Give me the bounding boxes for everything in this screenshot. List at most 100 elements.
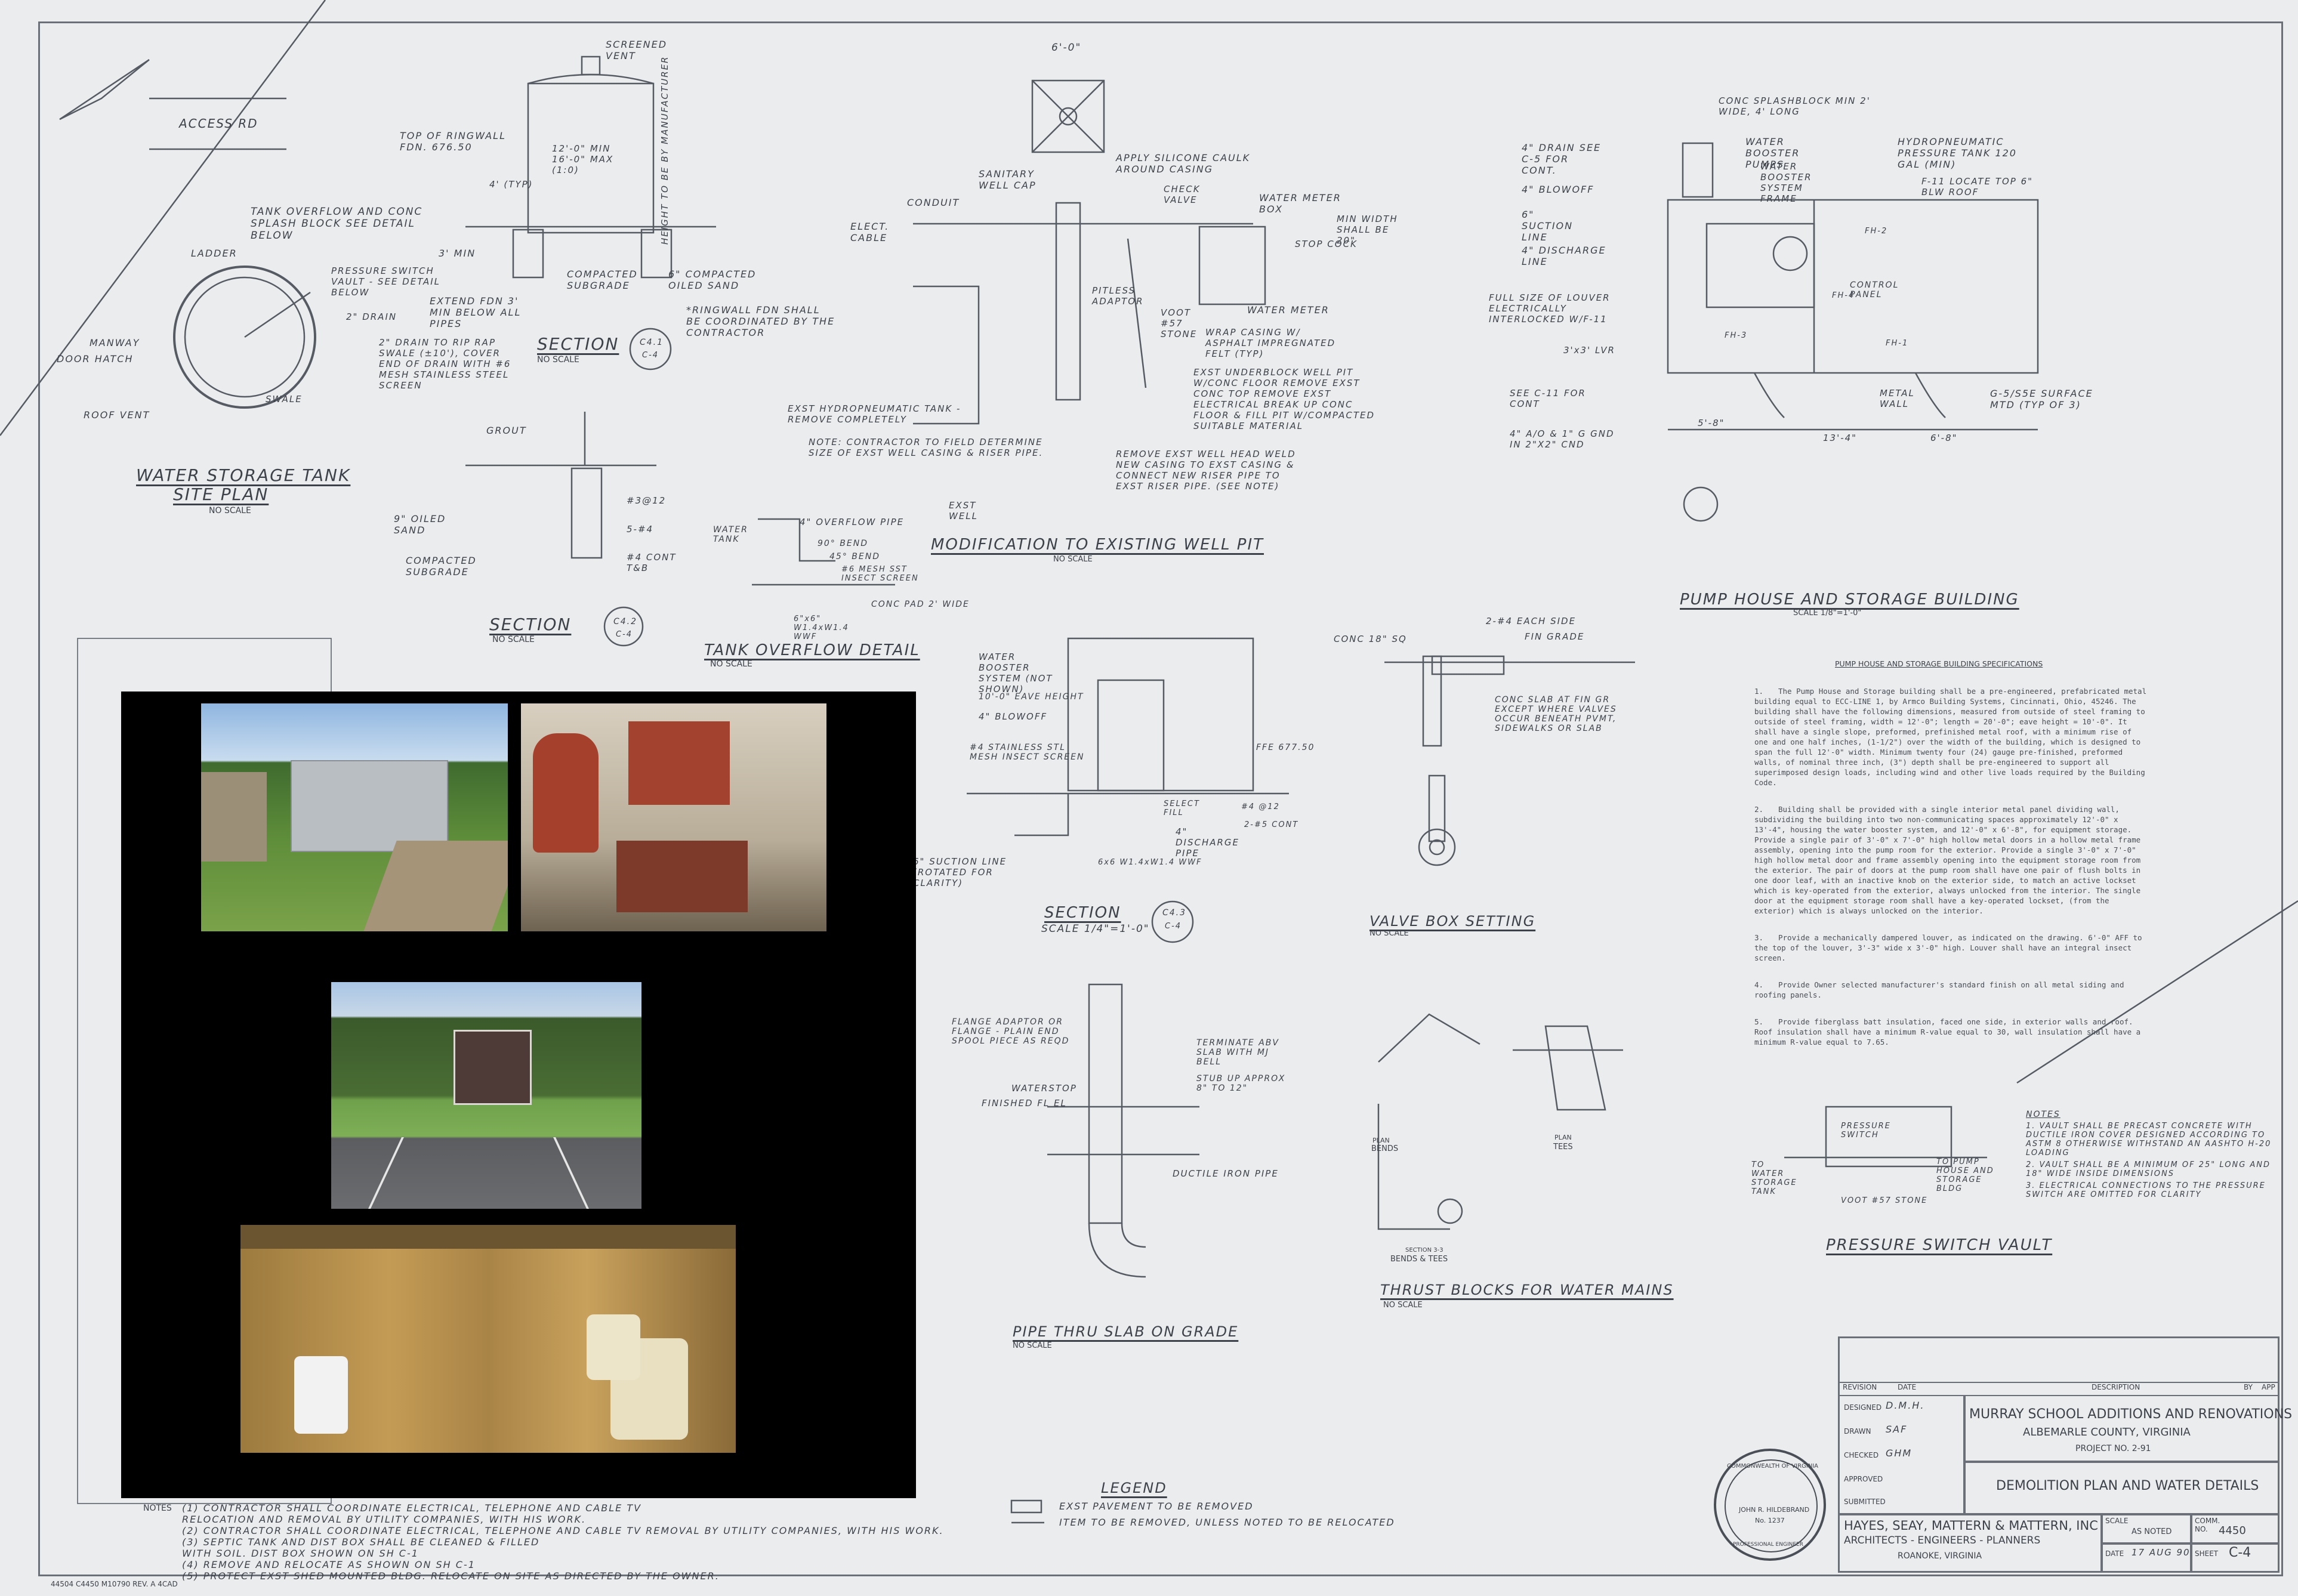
label-terminate: TERMINATE ABV SLAB WITH MJ BELL xyxy=(1196,1038,1279,1067)
scale-site-plan: NO SCALE xyxy=(209,506,251,515)
title-pump-house: PUMP HOUSE AND STORAGE BUILDING xyxy=(1680,591,2019,609)
parking-line xyxy=(368,1137,404,1209)
label-door-hatch: DOOR HATCH xyxy=(57,353,134,365)
label-fh2: FH-2 xyxy=(1865,227,1888,236)
title-well-pit: MODIFICATION TO EXISTING WELL PIT xyxy=(931,536,1264,554)
title-legend: LEGEND xyxy=(1101,1480,1167,1496)
title-site-plan: SITE PLAN xyxy=(173,484,269,504)
label-tank-overflow: TANK OVERFLOW AND CONC SPLASH BLOCK SEE … xyxy=(251,206,423,242)
label-bends-tees: BENDS & TEES xyxy=(1390,1255,1448,1264)
label-4-cont: #4 CONT T&B xyxy=(627,552,677,573)
spec-number: 2. xyxy=(1754,805,1764,814)
label-4in-discharge: 4" DISCHARGE LINE xyxy=(1522,245,1606,267)
tank-shape xyxy=(533,733,599,853)
scale-thrust-blocks: NO SCALE xyxy=(1383,1301,1423,1310)
label-wwf: 6"x6" W1.4xW1.4 WWF xyxy=(794,615,849,641)
label-4in-blowoff: 4" BLOWOFF xyxy=(1522,184,1594,195)
scale-pipe-slab: NO SCALE xyxy=(1013,1341,1052,1350)
footer-code: 44504 C4450 M10790 REV. A 4CAD xyxy=(51,1580,178,1588)
ceiling-shape xyxy=(240,1225,736,1249)
label-well-note: NOTE: CONTRACTOR TO FIELD DETERMINE SIZE… xyxy=(809,437,1044,458)
checked-value: GHM xyxy=(1886,1447,1913,1459)
pump-shape xyxy=(616,841,748,912)
label-conc-18: CONC 18" SQ xyxy=(1334,634,1407,644)
label-oiled-sand: 6" COMPACTED OILED SAND xyxy=(668,268,757,291)
seal-bottom-text: PROFESSIONAL ENGINEER xyxy=(1733,1542,1803,1548)
firm-city: ROANOKE, VIRGINIA xyxy=(1898,1551,1982,1561)
scale-tank-overflow: NO SCALE xyxy=(710,659,752,669)
label-select-fill: SELECT FILL xyxy=(1164,799,1200,817)
designed-label: DESIGNED xyxy=(1844,1403,1882,1412)
general-note: RELOCATION AND REMOVAL BY UTILITY COMPAN… xyxy=(182,1514,587,1525)
label-sanitary-well-cap: SANITARY WELL CAP xyxy=(979,168,1037,191)
sheet-label: SHEET xyxy=(2195,1549,2219,1558)
vault-notes-title: NOTES xyxy=(2026,1110,2061,1119)
app-label: APP xyxy=(2262,1383,2275,1391)
label-3x3-lvr: 3'x3' LVR xyxy=(1563,345,1615,356)
parking-line xyxy=(553,1137,589,1209)
scale-section-c42: NO SCALE xyxy=(492,635,535,644)
spec-item: 3.Provide a mechanically dampered louver… xyxy=(1754,933,2148,963)
label-fh3: FH-3 xyxy=(1725,331,1748,340)
dim-5-8: 5'-8" xyxy=(1698,418,1725,428)
label-pressure-tank: HYDROPNEUMATIC PRESSURE TANK 120 GAL (MI… xyxy=(1898,136,2017,170)
label-silicone-caulk: APPLY SILICONE CAULK AROUND CASING xyxy=(1116,152,1251,175)
label-tank-height: 12'-0" MIN 16'-0" MAX (1:0) xyxy=(552,143,614,175)
label-compacted-subgrade-2: COMPACTED SUBGRADE xyxy=(406,555,477,578)
tag-c43-sheet: C-4 xyxy=(1165,922,1182,931)
photo-collage-panel xyxy=(121,692,916,1498)
label-pitless-adaptor: PITLESS ADAPTOR xyxy=(1092,285,1144,307)
label-min-width: MIN WIDTH SHALL BE 20" xyxy=(1337,214,1398,246)
spec-number: 5. xyxy=(1754,1017,1764,1026)
revision-rows xyxy=(1838,1336,2280,1383)
sheet-value: C-4 xyxy=(2229,1545,2251,1560)
spec-list: 1.The Pump House and Storage building sh… xyxy=(1754,686,2148,1064)
label-finished-fl: FINISHED FL EL xyxy=(982,1098,1067,1109)
label-conc-pad: CONC PAD 2' WIDE xyxy=(871,600,970,609)
building-shape xyxy=(291,760,448,852)
label-2-5-cont: 2-#5 CONT xyxy=(1244,820,1299,829)
label-compacted-subgrade: COMPACTED SUBGRADE xyxy=(567,268,638,291)
shed-shape xyxy=(201,772,267,862)
label-metal-wall: METAL WALL xyxy=(1880,388,1915,409)
label-90-bend: 90° BEND xyxy=(818,539,868,548)
label-3-at-12: #3@12 xyxy=(627,495,667,506)
label-blowoff-43: 4" BLOWOFF xyxy=(979,711,1048,722)
signoff-box xyxy=(1838,1395,1964,1514)
label-swale: SWALE xyxy=(266,394,303,405)
label-tees: TEES xyxy=(1553,1143,1573,1152)
project-box xyxy=(1964,1395,2280,1462)
label-booster-frame: WATER BOOSTER SYSTEM FRAME xyxy=(1760,161,1812,204)
vault-note-1: 1. VAULT SHALL BE PRECAST CONCRETE WITH … xyxy=(2026,1122,2272,1157)
spec-number: 1. xyxy=(1754,687,1764,696)
label-plan-2: PLAN xyxy=(1554,1134,1572,1141)
vault-note-3: 3. ELECTRICAL CONNECTIONS TO THE PRESSUR… xyxy=(2026,1181,2266,1199)
sheet-box xyxy=(2191,1543,2280,1573)
label-flange-adaptor: FLANGE ADAPTOR OR FLANGE - PLAIN END SPO… xyxy=(952,1017,1070,1046)
title-thrust-blocks: THRUST BLOCKS FOR WATER MAINS xyxy=(1380,1282,1674,1298)
label-6ft: 6'-0" xyxy=(1051,42,1082,54)
general-note: (5) PROTECT EXST SHED MOUNTED BLDG. RELO… xyxy=(182,1570,720,1582)
shed-building xyxy=(454,1030,532,1105)
title-pipe-slab: PIPE THRU SLAB ON GRADE xyxy=(1013,1323,1239,1340)
label-remove-well-head: REMOVE EXST WELL HEAD WELD NEW CASING TO… xyxy=(1116,449,1296,492)
comm-box xyxy=(2191,1514,2280,1543)
scale-section-c41: NO SCALE xyxy=(537,355,579,365)
project-county: ALBEMARLE COUNTY, VIRGINIA xyxy=(2023,1426,2191,1438)
label-57-stone: VOOT #57 STONE xyxy=(1161,307,1198,339)
label-booster-system: WATER BOOSTER SYSTEM (NOT SHOWN) xyxy=(979,652,1053,694)
label-stub-up: STUB UP APPROX 8" TO 12" xyxy=(1196,1074,1286,1093)
dim-6-8: 6'-8" xyxy=(1930,433,1958,443)
label-stop-cock: STOP COCK xyxy=(1295,239,1358,249)
label-overflow-pipe: 4" OVERFLOW PIPE xyxy=(800,517,905,527)
checked-label: CHECKED xyxy=(1844,1451,1879,1459)
firm-subtitle: ARCHITECTS - ENGINEERS - PLANNERS xyxy=(1844,1535,2041,1546)
label-water-meter-box: WATER METER BOX xyxy=(1259,192,1341,215)
spec-text: Building shall be provided with a single… xyxy=(1754,805,2141,915)
label-section-3-3: SECTION 3-3 xyxy=(1405,1247,1443,1254)
spec-text: Provide Owner selected manufacturer's st… xyxy=(1754,980,2124,999)
comm-label: COMM. NO. xyxy=(2195,1517,2220,1533)
spec-number: 4. xyxy=(1754,980,1764,989)
